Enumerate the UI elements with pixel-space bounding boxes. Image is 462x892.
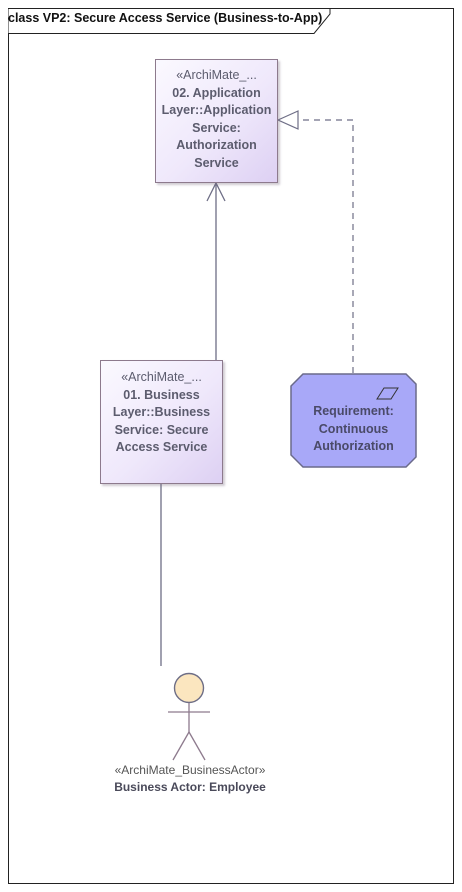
requirement-shape[interactable]: [290, 373, 417, 468]
business-service-element[interactable]: «ArchiMate_... 01. Business Layer::Busin…: [100, 360, 223, 484]
application-service-name-2: Layer::Application: [161, 103, 272, 117]
serving-arrowhead: [206, 181, 226, 202]
application-service-name-1: 02. Application: [172, 85, 261, 100]
business-service-name-1: 01. Business: [123, 387, 200, 402]
requirement-name-1: Requirement:: [313, 404, 394, 418]
application-service-name-3: Service:: [192, 120, 241, 135]
actor-head-icon: [173, 672, 205, 704]
actor-figure[interactable]: [168, 672, 210, 761]
business-service-name-2: Layer::Business: [112, 405, 211, 419]
business-service-name-3: Service: Secure: [114, 422, 209, 437]
actor-stereotype: «ArchiMate_BusinessActor»: [114, 763, 266, 777]
actor-name: Business Actor: Employee: [114, 780, 266, 794]
application-service-name-5: Service: [194, 155, 239, 170]
realization-arrowhead: [276, 110, 299, 130]
requirement-label: Requirement: Continuous Authorization: [291, 403, 416, 456]
diagram-title: class VP2: Secure Access Service (Busine…: [8, 11, 323, 25]
application-service-element[interactable]: «ArchiMate_... 02. Application Layer::Ap…: [155, 59, 278, 183]
business-service-name-4: Access Service: [115, 440, 208, 454]
realization-connector[interactable]: [299, 119, 354, 373]
requirement-name-2: Continuous: [318, 421, 389, 436]
business-service-stereotype: «ArchiMate_...: [121, 370, 202, 384]
application-service-stereotype: «ArchiMate_...: [176, 68, 257, 82]
requirement-icon: [376, 387, 399, 400]
title-tab: [8, 8, 331, 34]
requirement-name-3: Authorization: [313, 439, 394, 453]
application-service-name-4: Authorization: [176, 138, 257, 152]
